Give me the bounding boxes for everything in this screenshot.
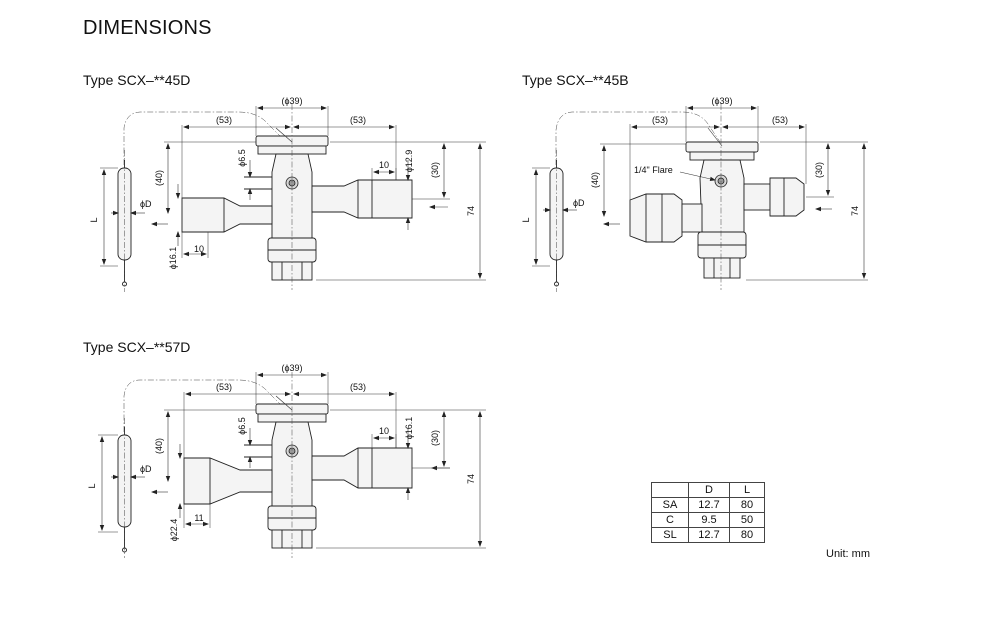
- bulb-length-label: L: [521, 217, 531, 222]
- bulb-length-label: L: [87, 483, 97, 488]
- table-header-cell: L: [729, 482, 765, 498]
- unit-note: Unit: mm: [826, 548, 870, 560]
- height-74-label: 74: [466, 474, 476, 484]
- table-cell: 12.7: [688, 527, 730, 543]
- right-length-label: (53): [350, 115, 366, 125]
- outlet-insert-label: 10: [379, 160, 389, 170]
- height-40-label: (40): [154, 438, 164, 454]
- diaphragm-diameter-label: (ϕ39): [711, 96, 732, 106]
- inlet-insert-label: 11: [194, 513, 203, 523]
- outlet-diameter-label: ϕ12.9: [404, 150, 414, 173]
- height-40-label: (40): [590, 172, 600, 188]
- type-scx57d-title: Type SCX–**57D: [83, 339, 191, 355]
- left-length-label: (53): [216, 382, 232, 392]
- table-cell: 80: [729, 527, 765, 543]
- table-row: C 9.5 50: [651, 512, 765, 528]
- type-scx45b-title: Type SCX–**45B: [522, 72, 629, 88]
- table-cell: 12.7: [688, 497, 730, 513]
- left-length-label: (53): [652, 115, 668, 125]
- table-header-cell: [651, 482, 689, 498]
- sensing-bulb: [117, 150, 132, 292]
- capillary-tube: [555, 111, 721, 165]
- port-diameter-label: ϕ6.5: [237, 149, 247, 167]
- drawing-scx57d: L ϕD: [87, 363, 486, 558]
- bulb-diameter-label: ϕD: [140, 199, 152, 209]
- height-30-label: (30): [814, 162, 824, 178]
- drawing-scx45d: L ϕD: [89, 96, 486, 292]
- table-row: SA 12.7 80: [651, 497, 765, 513]
- port-diameter-label: ϕ6.5: [237, 417, 247, 435]
- table-cell: 50: [729, 512, 765, 528]
- page-title: DIMENSIONS: [83, 17, 212, 39]
- valve-body-57d: [183, 395, 413, 549]
- bulb-diameter-label: ϕD: [140, 464, 152, 474]
- right-length-label: (53): [772, 115, 788, 125]
- inlet-insert-label: 10: [194, 244, 204, 254]
- right-length-label: (53): [350, 382, 366, 392]
- table-cell: 9.5: [688, 512, 730, 528]
- outlet-diameter-label: ϕ16.1: [404, 417, 414, 440]
- diaphragm-diameter-label: (ϕ39): [281, 363, 302, 373]
- table-cell: SA: [651, 497, 689, 513]
- table-header-cell: D: [688, 482, 730, 498]
- valve-body-45b: [629, 127, 805, 279]
- table-cell: SL: [651, 527, 689, 543]
- table-row: SL 12.7 80: [651, 527, 765, 543]
- sensing-bulb: [549, 150, 564, 292]
- capillary-tube: [123, 111, 287, 165]
- height-74-label: 74: [850, 206, 860, 216]
- left-length-label: (53): [216, 115, 232, 125]
- height-30-label: (30): [430, 430, 440, 446]
- sensing-bulb: [117, 418, 132, 558]
- type-scx45d-title: Type SCX–**45D: [83, 72, 191, 88]
- inlet-diameter-label: ϕ16.1: [168, 247, 178, 270]
- valve-body-45d: [181, 127, 413, 281]
- bulb-length-label: L: [89, 217, 99, 222]
- outlet-insert-label: 10: [379, 426, 389, 436]
- height-74-label: 74: [466, 206, 476, 216]
- table-cell: 80: [729, 497, 765, 513]
- table-header-row: D L: [651, 482, 765, 498]
- bulb-diameter-label: ϕD: [573, 198, 585, 208]
- bulb-dimension-table: D L SA 12.7 80 C 9.5 50 SL 12.7 80: [651, 482, 765, 543]
- inlet-diameter-label: ϕ22.4: [169, 519, 179, 542]
- drawing-scx45b: L ϕD: [521, 96, 868, 292]
- table-cell: C: [651, 512, 689, 528]
- height-40-label: (40): [154, 170, 164, 186]
- capillary-tube: [123, 379, 287, 432]
- flare-port-label: 1/4" Flare: [634, 165, 673, 175]
- height-30-label: (30): [430, 162, 440, 178]
- diaphragm-diameter-label: (ϕ39): [281, 96, 302, 106]
